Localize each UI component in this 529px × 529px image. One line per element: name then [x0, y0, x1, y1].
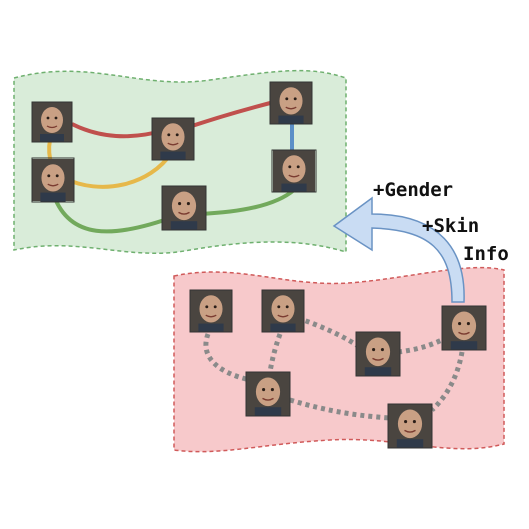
edge-yellow-girl-boy — [63, 150, 174, 189]
face-girl-bottom — [245, 371, 291, 417]
face-older-man-bottom — [387, 403, 433, 449]
face-bald-man-top — [269, 81, 313, 125]
edge-dotted-woman-asian — [297, 315, 360, 349]
face-woman-dark-top — [271, 149, 317, 193]
label-gender: +Gender — [373, 179, 453, 201]
edge-green-girl-asian — [52, 195, 177, 234]
face-older-man-top — [31, 101, 73, 143]
edge-dotted-asian-baldman — [397, 335, 448, 355]
face-asian-woman-bottom — [355, 331, 401, 377]
face-woman-dark-bottom — [261, 289, 305, 333]
label-info: Info — [463, 243, 509, 265]
face-boy-bottom — [189, 289, 233, 333]
transformation-arrow — [332, 196, 465, 303]
face-bald-man-bottom — [441, 305, 487, 351]
face-boy-top — [151, 117, 195, 161]
edge-dotted-woman-girl — [267, 333, 283, 373]
top-graph-panel — [13, 69, 347, 254]
face-girl-top — [31, 157, 75, 203]
edge-green-asian-woman — [199, 188, 296, 216]
edge-dotted-baldman-oldman — [430, 351, 465, 412]
label-skin: +Skin — [422, 215, 479, 237]
face-asian-woman-top — [161, 185, 207, 231]
